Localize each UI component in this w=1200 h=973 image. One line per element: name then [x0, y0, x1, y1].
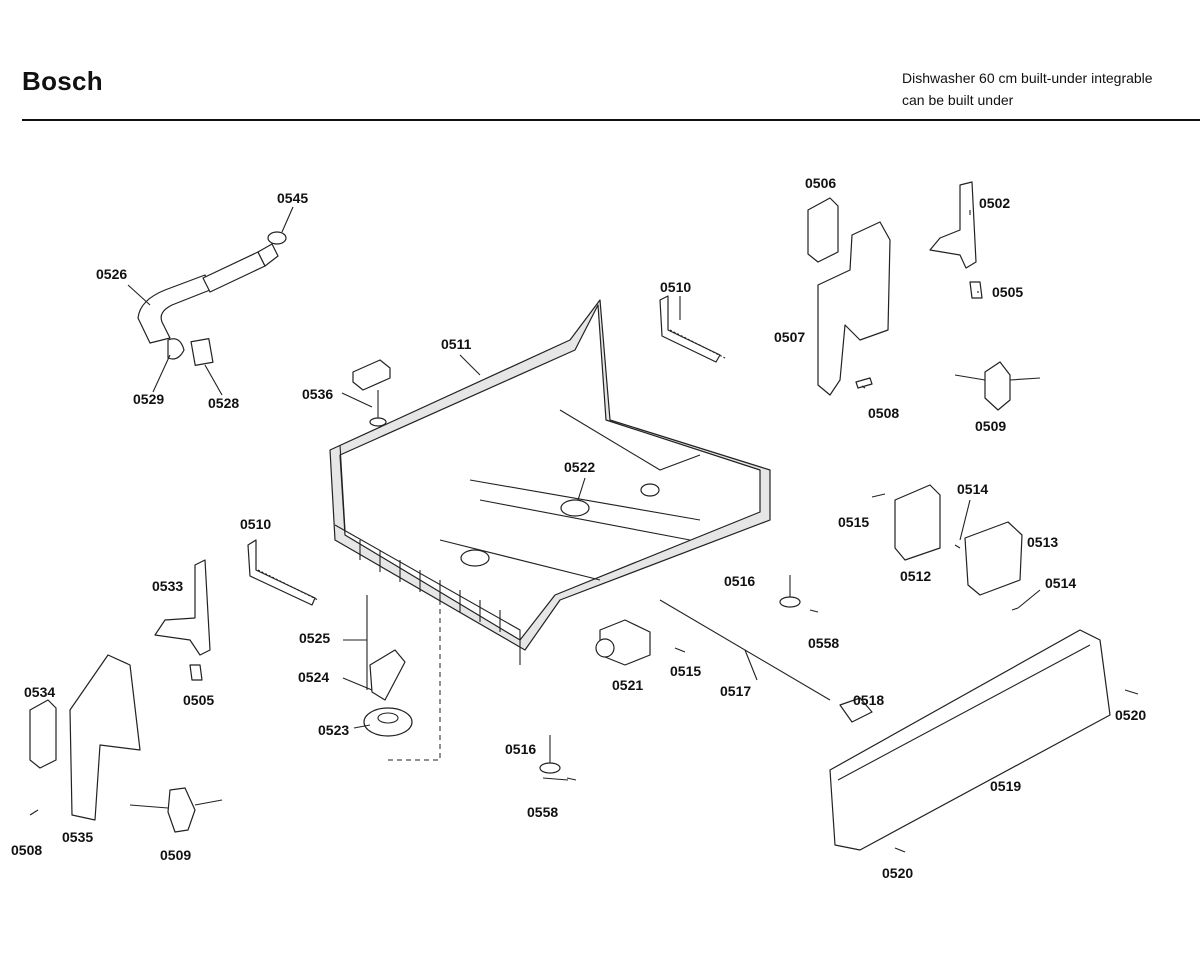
callout-0520-right: 0520: [1115, 707, 1146, 723]
float-switch-holder: [352, 359, 391, 427]
spring-clip-upper: [659, 295, 726, 363]
callout-0508-right: 0508: [868, 405, 899, 421]
callout-0516-lower: 0516: [505, 741, 536, 757]
brand-title: Bosch: [22, 66, 103, 96]
cover-assembly: [871, 484, 1023, 611]
callout-0558-lower: 0558: [527, 804, 558, 820]
callout-0516-upper: 0516: [724, 573, 755, 589]
adjustable-foot-lower: [539, 735, 577, 781]
callout-0525: 0525: [299, 630, 330, 646]
drain-hose-assembly: [137, 231, 287, 366]
leader-lines: [127, 206, 1041, 781]
callout-0502: 0502: [979, 195, 1010, 211]
toe-kick-panel: [829, 629, 1139, 853]
callout-0519: 0519: [990, 778, 1021, 794]
callout-0528: 0528: [208, 395, 239, 411]
right-side-brackets: [807, 181, 983, 396]
appliance-description: Dishwasher 60 cm built-under integrable …: [902, 67, 1153, 111]
callout-0512: 0512: [900, 568, 931, 584]
header-rule: [22, 119, 1200, 121]
callout-0522: 0522: [564, 459, 595, 475]
callout-0510-upper: 0510: [660, 279, 691, 295]
callout-labels: 0545 0526 0529 0528 0536 0511 0510 0506 …: [11, 175, 1146, 881]
callout-0526: 0526: [96, 266, 127, 282]
left-side-brackets: [29, 559, 223, 833]
pump-assembly: [363, 595, 413, 737]
callout-0508-left: 0508: [11, 842, 42, 858]
callout-0529: 0529: [133, 391, 164, 407]
callout-0513: 0513: [1027, 534, 1058, 550]
callout-0515-lower: 0515: [670, 663, 701, 679]
callout-0509-right: 0509: [975, 418, 1006, 434]
callout-0509-left: 0509: [160, 847, 191, 863]
callout-0523: 0523: [318, 722, 349, 738]
callout-0521: 0521: [612, 677, 643, 693]
description-line-1: Dishwasher 60 cm built-under integrable: [902, 70, 1153, 86]
callout-0545: 0545: [277, 190, 308, 206]
sensor-right: [954, 361, 1041, 411]
adjustable-foot-upper: [779, 575, 819, 613]
callout-0507: 0507: [774, 329, 805, 345]
callout-0533: 0533: [152, 578, 183, 594]
callout-0524: 0524: [298, 669, 329, 685]
inlet-valve-area: [595, 599, 873, 723]
callout-0511: 0511: [441, 336, 472, 352]
callout-0505-left: 0505: [183, 692, 214, 708]
callout-0518: 0518: [853, 692, 884, 708]
callout-0514-upper: 0514: [957, 481, 988, 497]
base-tub: [329, 299, 771, 761]
description-line-2: can be built under: [902, 92, 1014, 108]
callout-0535: 0535: [62, 829, 93, 845]
callout-0510-lower: 0510: [240, 516, 271, 532]
callout-0514-lower: 0514: [1045, 575, 1076, 591]
callout-0517: 0517: [720, 683, 751, 699]
spring-clip-lower: [247, 539, 319, 606]
callout-0534: 0534: [24, 684, 55, 700]
callout-0536: 0536: [302, 386, 333, 402]
callout-0558-upper: 0558: [808, 635, 839, 651]
callout-0520-lower: 0520: [882, 865, 913, 881]
callout-0515-right: 0515: [838, 514, 869, 530]
callout-0505-right: 0505: [992, 284, 1023, 300]
callout-0506: 0506: [805, 175, 836, 191]
